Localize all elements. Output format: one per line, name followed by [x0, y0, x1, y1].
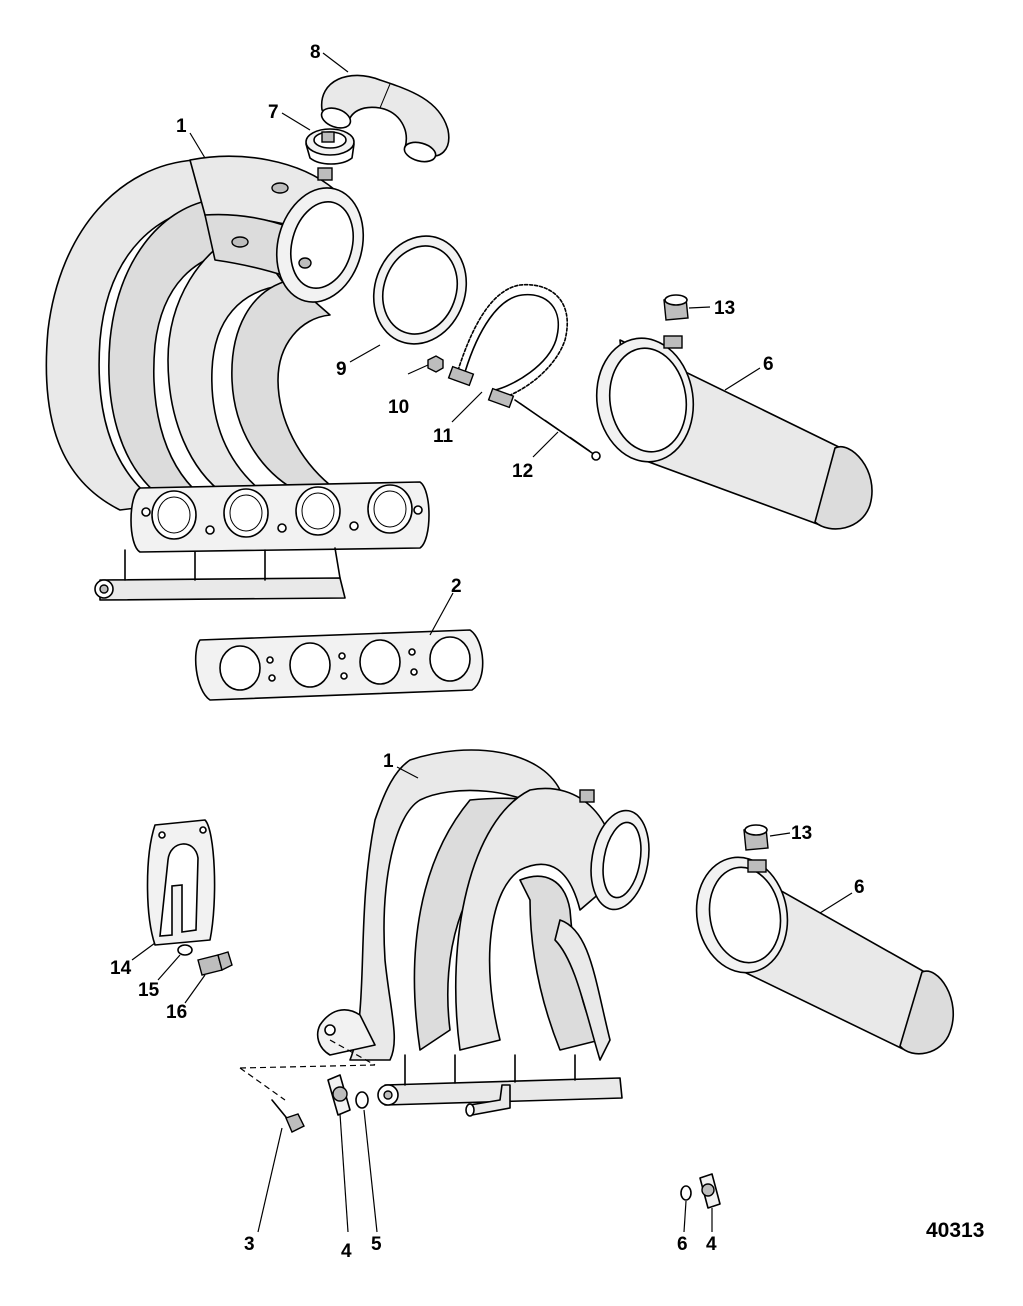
- callout-8: 8: [310, 42, 321, 63]
- part-14-bracket: [146, 819, 216, 946]
- callout-11: 11: [433, 426, 454, 447]
- callout-1-top: 1: [176, 116, 187, 137]
- part-4-fitting-left: [327, 1074, 351, 1116]
- callout-12: 12: [512, 461, 533, 482]
- part-9-gasket-ring: [372, 235, 468, 345]
- callout-1-bottom: 1: [383, 751, 394, 772]
- callout-4-right: 4: [706, 1234, 717, 1255]
- part-1-exhaust-manifold-bottom: [316, 749, 650, 1117]
- part-10-nut: [427, 355, 444, 373]
- part-3-bolt: [271, 1099, 305, 1133]
- part-1-exhaust-manifold-top: [45, 155, 430, 601]
- callout-15: 15: [138, 980, 160, 1001]
- callout-13-top: 13: [714, 298, 735, 319]
- part-15-washer: [177, 944, 193, 956]
- callout-4-left: 4: [341, 1241, 352, 1262]
- part-5-o-ring: [355, 1091, 369, 1109]
- leader-lines: [131, 52, 853, 1233]
- part-12-t-bolt: [514, 399, 601, 461]
- figure-number: 40313: [926, 1219, 984, 1242]
- callout-14: 14: [110, 958, 132, 979]
- part-16-bolt: [197, 951, 233, 976]
- callout-13-bottom: 13: [791, 823, 812, 844]
- part-8-u-hose: [320, 74, 450, 163]
- part-13-plug-top: [663, 294, 689, 321]
- callout-10: 10: [388, 397, 409, 418]
- part-7-clamp: [305, 128, 355, 165]
- part-2-manifold-gasket: [194, 629, 484, 701]
- callout-7: 7: [268, 102, 279, 123]
- callout-6-o-ring: 6: [677, 1234, 688, 1255]
- part-13-plug-bottom: [743, 824, 769, 851]
- part-6-o-ring: [680, 1185, 692, 1201]
- callout-6-top: 6: [763, 354, 774, 375]
- callout-5: 5: [371, 1234, 382, 1255]
- part-6-exhaust-tube-top: [595, 335, 873, 530]
- callout-2: 2: [451, 576, 462, 597]
- callout-9: 9: [336, 359, 347, 380]
- callout-16: 16: [166, 1002, 187, 1023]
- top-manifold-ports: [141, 484, 423, 540]
- bolt-alignment-guide: [239, 1039, 376, 1101]
- part-6-exhaust-tube-bottom: [695, 856, 955, 1055]
- part-11-v-band-clamp: [447, 283, 568, 409]
- callout-3: 3: [244, 1234, 255, 1255]
- part-4-fitting-right: [699, 1173, 721, 1209]
- callout-6-bottom: 6: [854, 877, 865, 898]
